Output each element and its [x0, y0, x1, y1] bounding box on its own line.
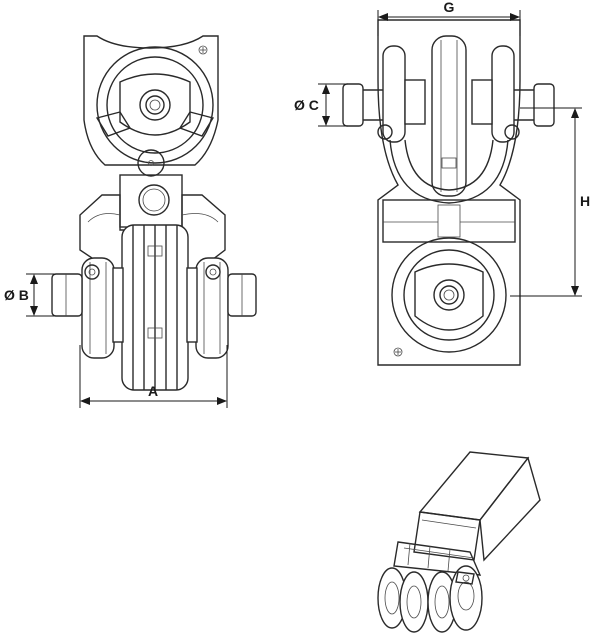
left-hub — [112, 267, 124, 343]
left-bolt — [84, 264, 100, 280]
side-center-sheave — [431, 35, 467, 197]
dimension-a-label: A — [148, 383, 158, 399]
side-right-bolt — [504, 124, 520, 140]
side-left-bolt — [377, 124, 393, 140]
left-arm — [95, 111, 132, 137]
top-housing-plate — [83, 35, 219, 166]
iso-housing-top — [418, 451, 530, 521]
swivel-block — [119, 174, 183, 228]
side-left-hub — [404, 79, 426, 125]
dimension-h-label: H — [580, 193, 590, 209]
dimension-b: Ø B — [4, 273, 56, 317]
side-view — [342, 19, 555, 366]
lower-sheave-outer — [391, 237, 507, 353]
top-axle-outer — [139, 89, 171, 121]
left-axle-cap — [51, 273, 83, 317]
left-wheel — [81, 257, 115, 359]
center-pin — [137, 149, 165, 177]
side-middle-band — [382, 199, 516, 243]
top-pulley-block — [119, 73, 191, 136]
dimension-a: A — [79, 345, 228, 408]
right-hub — [186, 267, 198, 343]
top-axle — [145, 95, 165, 115]
mount-hole — [198, 45, 208, 55]
dimension-b-label: Ø B — [4, 287, 29, 303]
side-right-axle-cap — [533, 83, 555, 127]
iso-wheel-4 — [449, 565, 483, 631]
front-view — [51, 35, 257, 391]
iso-housing-side — [479, 456, 541, 562]
side-left-axle-cap — [342, 83, 364, 127]
side-yoke — [389, 139, 509, 204]
lower-pulley-block — [414, 263, 484, 331]
right-wheel — [195, 257, 229, 359]
dimension-c-label: Ø C — [294, 97, 319, 113]
iso-lower-block — [393, 541, 482, 576]
side-right-hub — [471, 79, 493, 125]
top-sheave-outer — [96, 46, 214, 164]
dimension-g: G — [377, 0, 521, 36]
isometric-view — [377, 451, 541, 633]
side-right-wheel — [491, 45, 515, 143]
dimension-c: Ø C — [294, 83, 348, 127]
side-body — [377, 19, 521, 366]
iso-wheel-2 — [399, 571, 429, 633]
mount-hole-lower — [393, 347, 403, 357]
dimension-g-label: G — [444, 0, 455, 15]
lower-axle-outer — [433, 279, 465, 311]
right-bolt — [205, 264, 221, 280]
lower-axle — [439, 285, 459, 305]
right-arm — [178, 111, 215, 137]
swivel-bolt — [138, 184, 170, 216]
side-left-wheel — [382, 45, 406, 143]
lower-sheave-ring — [403, 249, 495, 341]
dimension-h: H — [510, 107, 590, 297]
top-sheave-ring — [106, 56, 204, 154]
